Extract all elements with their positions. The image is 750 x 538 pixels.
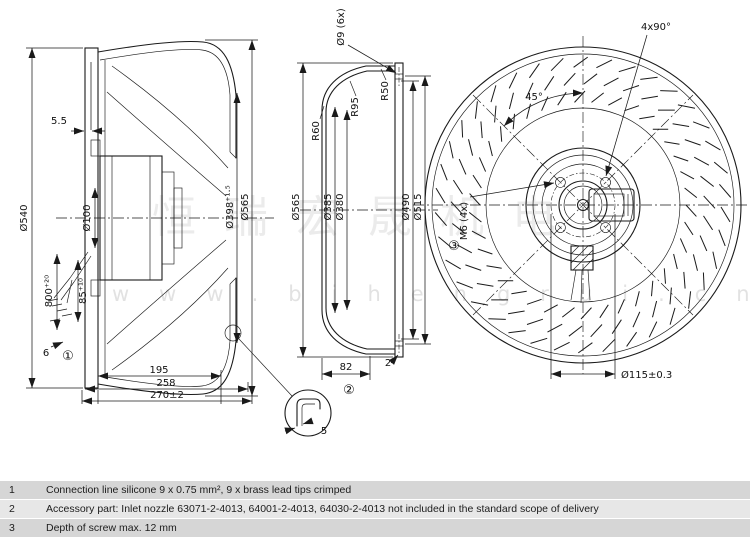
dim-195: 195 xyxy=(149,365,168,376)
note-text: Connection line silicone 9 x 0.75 mm², 9… xyxy=(46,484,352,496)
dim-d6: 6 xyxy=(43,348,49,359)
bolt-circle xyxy=(550,172,616,238)
dim-258: 258 xyxy=(156,378,175,389)
dim-385: Ø385 xyxy=(322,194,334,221)
dim-thickness-2: 2 xyxy=(385,358,391,369)
note-number: 1 xyxy=(9,484,15,496)
table-row: 2 Accessory part: Inlet nozzle 63071-2-4… xyxy=(0,500,750,518)
note-ref-1: ① xyxy=(62,349,74,364)
dim-270: 270±2 xyxy=(150,390,184,401)
dim-flange-thickness: 5.5 xyxy=(51,116,67,127)
connection-cable xyxy=(69,251,92,283)
side-dimensions: Ø540 5.5 Ø100 800⁺²⁰ 85⁺¹⁰ 6 ① 195 258 2… xyxy=(18,39,258,405)
front-dimensions: 45° 4x90° M6 (4x) ③ Ø115±0.3 xyxy=(448,22,672,381)
note-number: 2 xyxy=(9,503,15,515)
watermark: 恒瑞宏晟机电 www.bjhengrui.cn xyxy=(112,192,750,306)
dim-82: 82 xyxy=(340,362,353,373)
table-row: 1 Connection line silicone 9 x 0.75 mm²,… xyxy=(0,481,750,499)
dim-490: Ø490 xyxy=(400,194,412,221)
m6-hole xyxy=(555,222,566,233)
hub-circle xyxy=(525,147,641,263)
dim-380: Ø380 xyxy=(334,194,346,221)
notes-table: 1 Connection line silicone 9 x 0.75 mm²,… xyxy=(0,481,750,538)
watermark-text-cn: 恒瑞宏晟机电 xyxy=(152,192,584,243)
dim-detail-5: 5 xyxy=(321,426,327,437)
detail-view: 5 xyxy=(224,324,332,437)
dim-565-nozzle: Ø565 xyxy=(290,194,302,221)
note-ref-3: ③ xyxy=(448,239,460,254)
m6-hole xyxy=(600,222,611,233)
note-ref-2: ② xyxy=(343,383,355,398)
nozzle-dimensions: Ø9 (6x) R50 R95 R60 Ø565 Ø385 Ø380 Ø490 … xyxy=(290,8,431,398)
m6-hole xyxy=(600,177,611,188)
terminal-box xyxy=(588,188,635,222)
note-number: 3 xyxy=(9,522,15,534)
dim-strip-length: 85⁺¹⁰ xyxy=(78,278,89,304)
note-text: Depth of screw max. 12 mm xyxy=(46,522,177,534)
dim-cable-length: 800⁺²⁰ xyxy=(44,275,55,307)
dim-bolt-circle-115: Ø115±0.3 xyxy=(621,369,672,381)
dim-45deg: 45° xyxy=(525,92,543,103)
detail-source-circle xyxy=(224,324,242,342)
note-text: Accessory part: Inlet nozzle 63071-2-401… xyxy=(46,503,599,515)
nozzle-view xyxy=(300,62,438,358)
cable-exit xyxy=(570,245,594,271)
watermark-text-url: www.bjhengrui.cn xyxy=(112,282,750,306)
m6-hole xyxy=(555,177,566,188)
dim-4x90: 4x90° xyxy=(641,22,671,33)
dim-r95: R95 xyxy=(350,97,361,117)
dim-515: Ø515 xyxy=(412,194,424,221)
table-row: 3 Depth of screw max. 12 mm xyxy=(0,519,750,537)
dim-565-side: Ø565 xyxy=(239,194,251,221)
dim-r60: R60 xyxy=(311,121,322,141)
dim-outer-diameter: Ø540 xyxy=(18,205,30,232)
detail-bubble xyxy=(284,389,332,437)
dim-inlet-diameter: Ø398⁺¹·⁵ xyxy=(224,185,236,228)
dim-r50: R50 xyxy=(380,81,391,101)
dim-m6: M6 (4x) xyxy=(459,202,470,240)
dim-hole-d9: Ø9 (6x) xyxy=(335,8,347,46)
front-view xyxy=(413,36,749,374)
technical-drawing: 恒瑞宏晟机电 www.bjhengrui.cn Ø540 xyxy=(18,8,750,437)
dim-d100: Ø100 xyxy=(81,205,93,232)
